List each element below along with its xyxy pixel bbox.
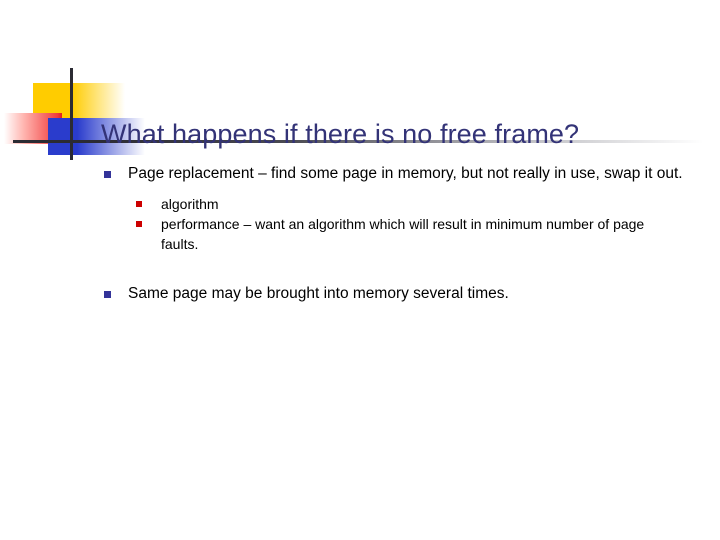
slide-body: Page replacement – find some page in mem… bbox=[0, 163, 720, 305]
content-spacer bbox=[0, 265, 720, 283]
bullet-text: Page replacement – find some page in mem… bbox=[128, 165, 683, 182]
square-bullet-icon bbox=[136, 221, 142, 227]
yellow-square-accent bbox=[33, 83, 125, 119]
vertical-rule-accent bbox=[70, 68, 73, 160]
square-bullet-icon bbox=[104, 171, 111, 178]
bullet-item-level2: performance – want an algorithm which wi… bbox=[0, 214, 720, 254]
slide-design-accent bbox=[0, 55, 703, 170]
square-bullet-icon bbox=[136, 201, 142, 207]
square-bullet-icon bbox=[104, 291, 111, 298]
bullet-text: algorithm bbox=[161, 196, 219, 212]
sub-bullet-list: algorithm performance – want an algorith… bbox=[0, 194, 720, 254]
bullet-text: performance – want an algorithm which wi… bbox=[161, 216, 645, 252]
red-rectangle-accent bbox=[4, 113, 62, 144]
bullet-text: Same page may be brought into memory sev… bbox=[128, 285, 509, 302]
bullet-item-level1: Same page may be brought into memory sev… bbox=[0, 283, 720, 305]
bullet-item-level2: algorithm bbox=[0, 194, 720, 214]
slide-title: What happens if there is no free frame? bbox=[101, 119, 580, 150]
bullet-item-level1: Page replacement – find some page in mem… bbox=[0, 163, 720, 185]
